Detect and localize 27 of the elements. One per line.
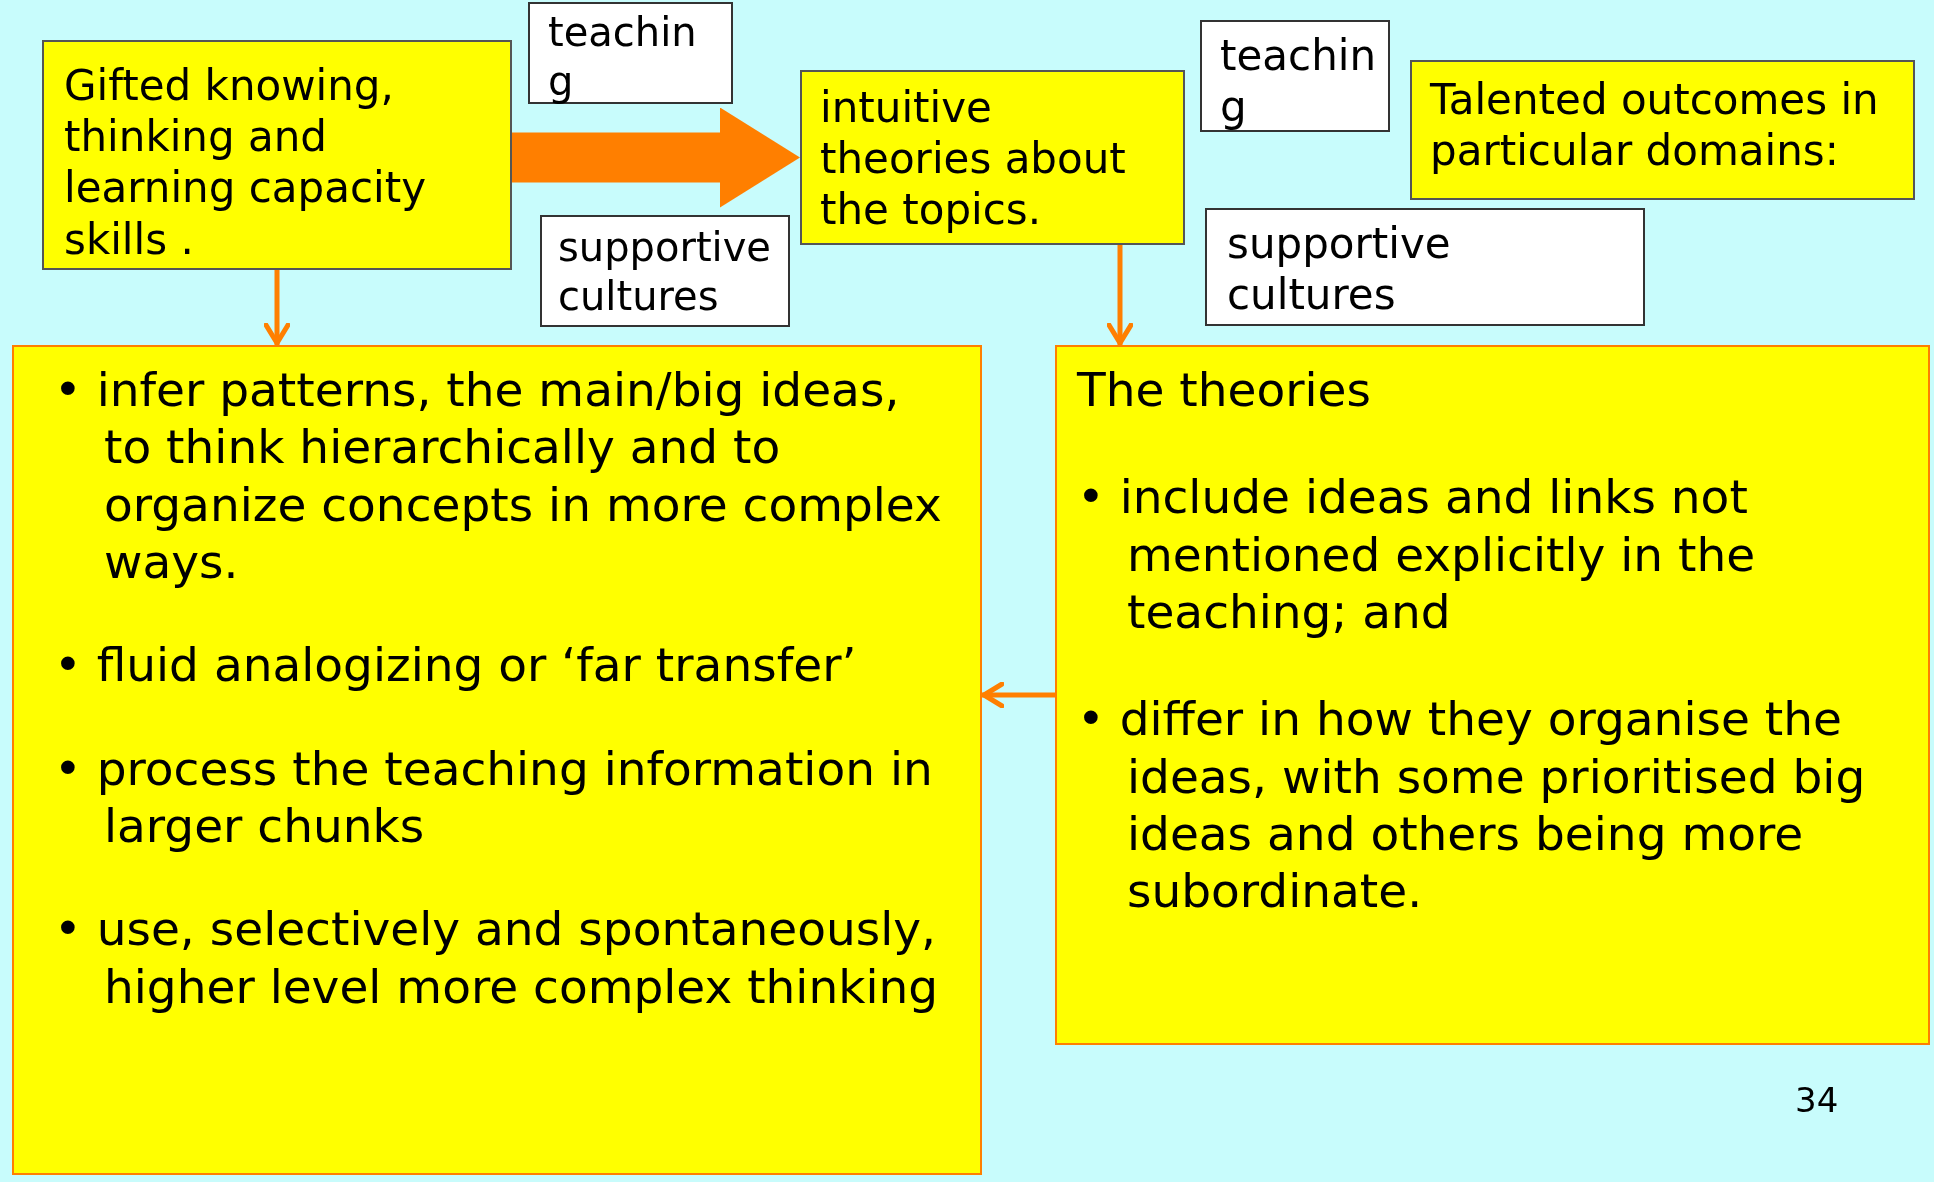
- box-text: Gifted knowing, thinking and learning capacity skills .: [64, 60, 427, 265]
- page-number: 34: [1795, 1080, 1839, 1120]
- bullet-item: • include ideas and links not mentioned explicitly in the teaching; and: [1077, 468, 1757, 641]
- bullet-item: • use, selectively and spontaneously, higher level more complex thinking: [54, 900, 940, 1015]
- block-arrow: [512, 107, 800, 208]
- text-box: [540, 215, 790, 327]
- text-box: [1055, 345, 1930, 1045]
- bullet-item: • differ in how they organise the ideas, with some prioritised big ideas and others being more subordinate.: [1077, 690, 1867, 920]
- bullet-item: • process the teaching information in larger chunks: [54, 739, 934, 855]
- text-box: [12, 345, 982, 1175]
- box-text: Talented outcomes in particular domains:: [1430, 74, 1880, 177]
- arrow: [1106, 245, 1134, 346]
- text-box: [1410, 60, 1915, 200]
- box-text: supportive cultures: [1227, 218, 1452, 321]
- text-box: [42, 40, 512, 270]
- text-box: [800, 70, 1185, 245]
- bullet-item: • infer patterns, the main/big ideas, to think hierarchically and to organize concepts in more complex ways.: [54, 361, 943, 591]
- text-box: [1200, 20, 1390, 132]
- arrow: [981, 681, 1055, 709]
- box-text: intuitive theories about the topics.: [820, 82, 1127, 236]
- box-text: The theories: [1077, 361, 1373, 419]
- box-text: supportive cultures: [558, 223, 772, 321]
- text-box: [528, 2, 733, 104]
- text-box: [1205, 208, 1645, 326]
- box-text: teachin g: [548, 8, 698, 106]
- bullet-item: • fluid analogizing or ‘far transfer’: [54, 636, 858, 694]
- arrow: [263, 270, 291, 346]
